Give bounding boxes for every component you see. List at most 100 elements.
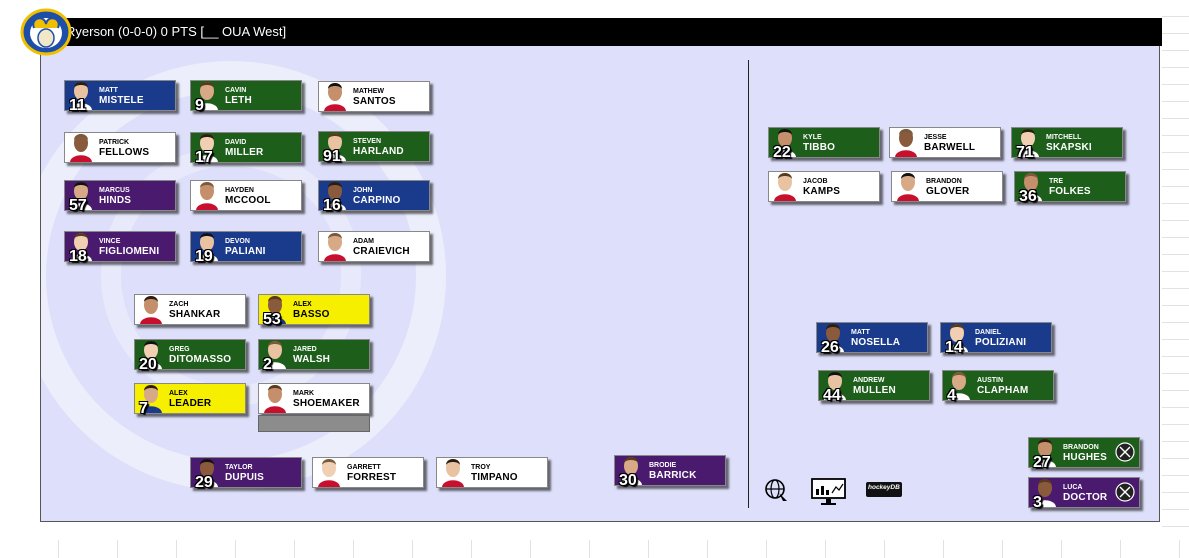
player-first-name: MITCHELL — [1046, 134, 1082, 141]
jersey-number: 22 — [773, 144, 791, 161]
jersey-number: 91 — [323, 148, 341, 165]
player-first-name: STEVEN — [353, 138, 382, 145]
hockeydb-logo[interactable]: hockeyDB — [866, 482, 902, 497]
player-last-name: HUGHES — [1063, 452, 1107, 463]
player-first-name: MATHEW — [353, 88, 384, 95]
player-first-name: JESSE — [924, 134, 947, 141]
player-first-name: ADAM — [353, 238, 374, 245]
player-last-name: HARLAND — [353, 146, 404, 157]
player-last-name: LEADER — [169, 398, 212, 409]
player-last-name: BARWELL — [924, 142, 976, 153]
player-last-name: LETH — [225, 95, 252, 106]
player-photo — [1033, 434, 1057, 467]
jersey-number: 71 — [1016, 144, 1034, 161]
player-last-name: FOLKES — [1049, 186, 1091, 197]
player-photo — [947, 367, 971, 400]
player-photo — [1033, 474, 1057, 507]
jersey-number: 53 — [263, 311, 281, 328]
spreadsheet-grid-bottom — [0, 540, 1189, 558]
title-bar: Ryerson (0-0-0) 0 PTS [__ OUA West] — [40, 18, 1162, 46]
player-first-name: ALEX — [169, 390, 188, 397]
player-first-name: VINCE — [99, 238, 121, 245]
player-last-name: MCCOOL — [225, 195, 271, 206]
player-photo — [195, 77, 219, 110]
player-last-name: SHANKAR — [169, 309, 221, 320]
player-first-name: ALEX — [293, 301, 312, 308]
player-first-name: MARCUS — [99, 187, 130, 194]
player-photo — [1016, 124, 1040, 157]
player-photo — [441, 454, 465, 487]
player-last-name: GLOVER — [926, 186, 970, 197]
jersey-number: 26 — [821, 339, 839, 356]
player-last-name: TIMPANO — [471, 472, 518, 483]
crossed-sticks-icon — [1115, 442, 1135, 462]
player-photo — [894, 124, 918, 157]
player-first-name: DAVID — [225, 139, 247, 146]
player-last-name: CARPINO — [353, 195, 401, 206]
player-first-name: TRE — [1049, 178, 1063, 185]
player-card[interactable]: GregDITOMASSO20 — [134, 336, 246, 373]
jersey-number: 3 — [1033, 494, 1042, 511]
watermark-logo — [41, 61, 446, 491]
player-first-name: BRANDON — [1063, 444, 1099, 451]
player-last-name: MILLER — [225, 147, 264, 158]
jersey-number: 20 — [139, 356, 157, 373]
player-photo — [139, 336, 163, 369]
player-last-name: SKAPSKI — [1046, 142, 1092, 153]
player-first-name: CAVIN — [225, 87, 247, 94]
player-photo — [945, 319, 969, 352]
player-first-name: DEVON — [225, 238, 250, 245]
player-photo — [195, 129, 219, 162]
player-last-name: FORREST — [347, 472, 397, 483]
player-photo — [69, 129, 93, 162]
globe-icon[interactable] — [764, 478, 790, 504]
player-last-name: MISTELE — [99, 95, 144, 106]
player-last-name: CRAIEVICH — [353, 246, 410, 257]
player-photo — [323, 228, 347, 261]
player-first-name: Greg — [169, 346, 190, 353]
player-photo — [896, 168, 920, 201]
player-first-name: AUSTIN — [977, 377, 1004, 384]
player-first-name: KYLE — [803, 134, 822, 141]
player-first-name: TAYLOR — [225, 464, 253, 471]
player-photo — [773, 168, 797, 201]
player-photo — [1019, 168, 1043, 201]
player-last-name: HINDS — [99, 195, 132, 206]
player-photo — [195, 177, 219, 210]
player-last-name: NOSELLA — [851, 337, 901, 348]
monitor-stats-icon[interactable] — [811, 478, 847, 506]
